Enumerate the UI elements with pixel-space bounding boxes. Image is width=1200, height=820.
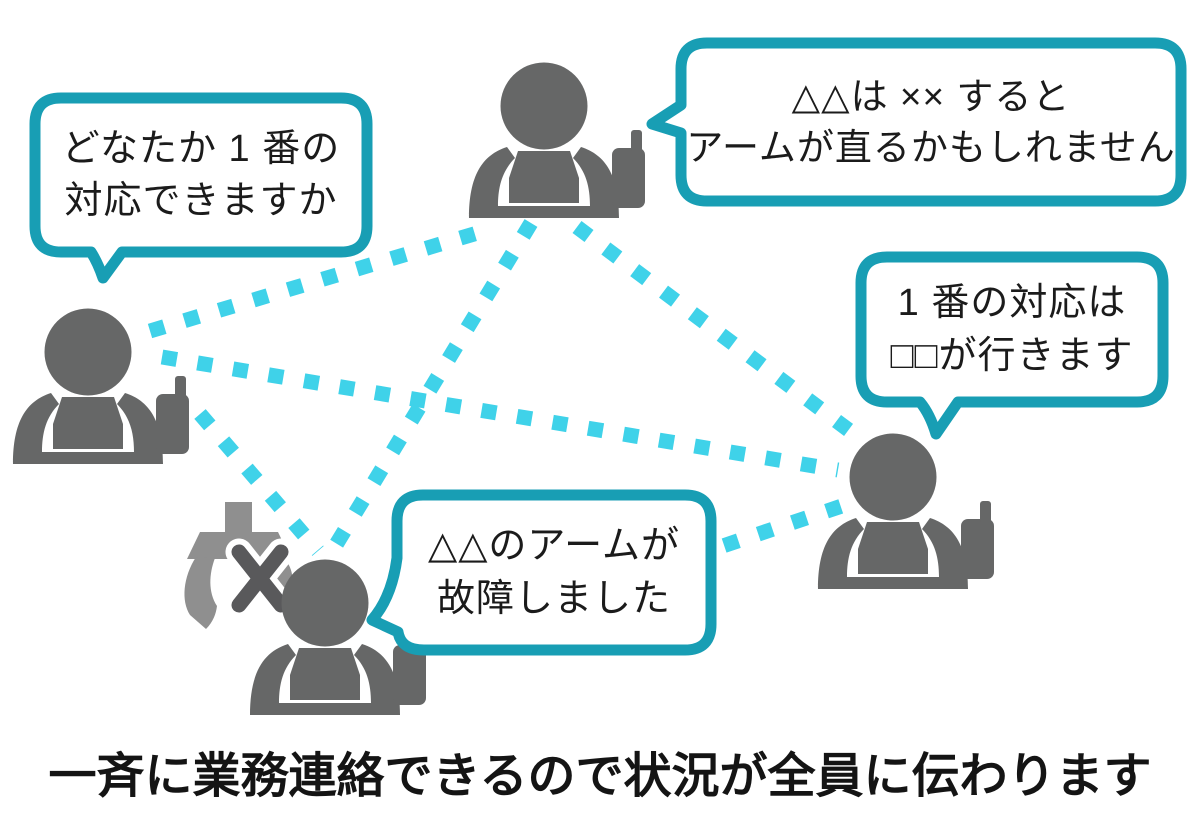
speech-bubble-bottom-shape <box>366 489 717 656</box>
bubble-line: どなたか 1 番の <box>61 127 341 170</box>
speech-bubble-top-right-shape <box>646 37 1187 207</box>
diagram-caption: 一斉に業務連絡できるので状況が全員に伝わります <box>48 750 1152 803</box>
speech-bubble-right-text: 1 番の対応は □□が行きます <box>861 257 1163 402</box>
speech-bubble-top-left-text: どなたか 1 番の 対応できますか <box>35 98 367 252</box>
bubble-line: □□が行きます <box>890 334 1134 377</box>
worker-top-icon <box>469 62 645 218</box>
x-mark-icon <box>225 538 295 619</box>
speech-bubble-top-right-text: △△は ×× すると アームが直るかもしれません <box>681 43 1181 201</box>
worker-right-icon <box>818 433 994 589</box>
link-left-to-right <box>160 349 840 478</box>
link-bottom-to-right <box>687 498 845 565</box>
speech-bubble-bottom-text: △△のアームが 故障しました <box>397 495 711 650</box>
link-top-to-right <box>572 220 863 444</box>
link-left-to-bottom <box>194 409 324 556</box>
link-left-to-top <box>147 220 497 339</box>
bubble-line: 故障しました <box>436 577 671 620</box>
bubble-line: 対応できますか <box>64 180 338 222</box>
bubble-line: アームが直るかもしれません <box>686 127 1176 168</box>
speech-bubble-right-shape <box>855 251 1169 440</box>
bubble-line: △△のアームが <box>427 525 681 568</box>
speech-bubble-top-left-shape <box>29 92 373 284</box>
link-top-to-bottom <box>324 219 538 557</box>
bubble-line: 1 番の対応は <box>897 282 1127 325</box>
bubble-line: △△は ×× すると <box>791 75 1071 117</box>
